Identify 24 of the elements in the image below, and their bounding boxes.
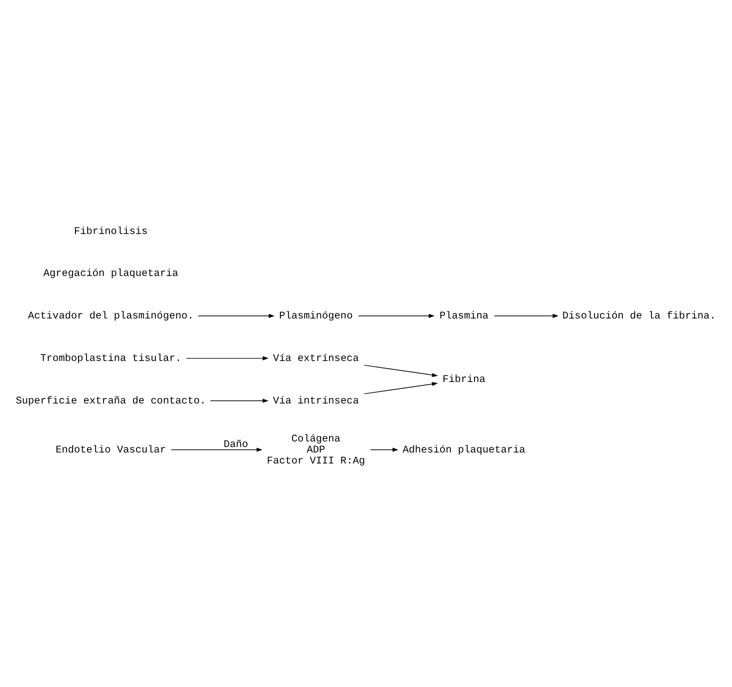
node-text: Vía extrínseca xyxy=(272,353,359,366)
edge-label: Daño xyxy=(224,438,248,451)
label: Agregación plaquetaria xyxy=(43,268,178,280)
node-text: Disolución de la fibrina. xyxy=(562,310,716,323)
node-text: Fibrina xyxy=(442,374,486,386)
node-text: Colágena ADP Factor VIII R:Ag xyxy=(266,433,365,468)
arrow xyxy=(494,314,559,318)
arrow xyxy=(210,398,268,403)
node-text: Endotelio Vascular xyxy=(56,444,166,456)
arrow xyxy=(358,314,435,318)
arrow xyxy=(170,448,262,452)
node-text: Superficie extraña de contacto. xyxy=(16,395,206,408)
node-text: Adhesión plaquetaria xyxy=(402,444,526,456)
node-text: Plasminógeno xyxy=(279,310,353,323)
label: Fibrinolisis xyxy=(74,226,148,238)
node-text: Plasmina xyxy=(439,310,489,323)
arrow xyxy=(186,356,269,360)
arrow xyxy=(364,382,438,394)
node-text: Activador del plasminógeno. xyxy=(28,310,194,323)
arrow xyxy=(364,364,438,378)
arrow xyxy=(370,448,398,452)
node-text: Tromboplastina tisular. xyxy=(40,353,182,366)
arrow xyxy=(198,314,275,318)
node-text: Vía intrínseca xyxy=(272,395,359,408)
